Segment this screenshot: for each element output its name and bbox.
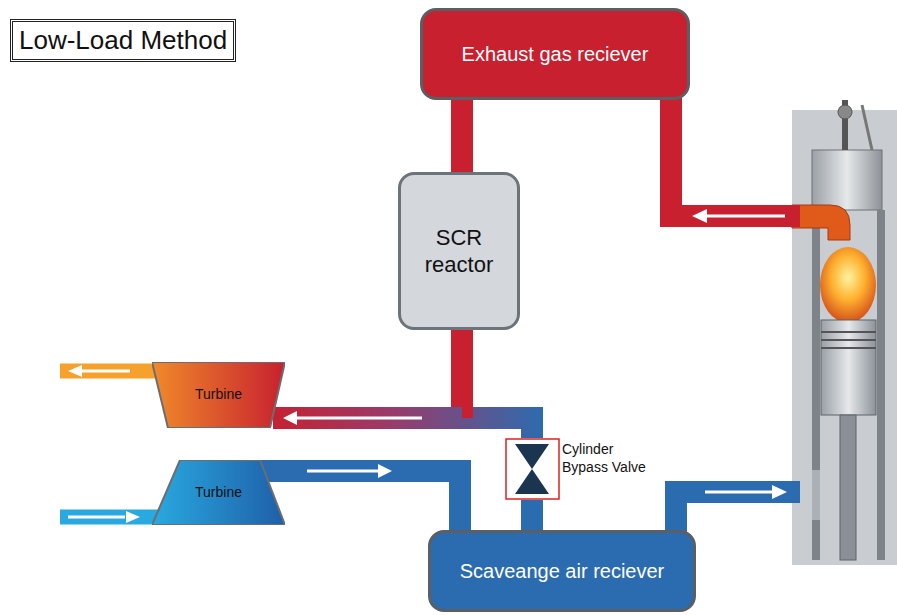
exhaust-elbow [792,205,850,240]
node-label: Turbine [195,386,242,404]
pipe-connector [462,98,463,174]
compressor: Turbine [152,460,285,525]
piston [821,320,876,415]
exhaust-pipe [671,98,800,216]
node-label: Cylinder Bypass Valve [562,440,654,476]
fuel-line [862,105,872,150]
scavenge-receiver: Scaveange air reciever [428,530,696,612]
node-label: Scaveange air reciever [460,559,665,584]
node-label: Turbine [195,484,242,502]
valve-symbol [505,438,560,500]
piston-rod [840,415,856,560]
scavenge-pipe [676,492,800,532]
pipe-connector [462,418,532,438]
cylinder-head [812,150,882,210]
node-label: Exhaust gas reciever [462,42,649,67]
node-label: SCR reactor [409,224,509,279]
bypass-valve: Cylinder Bypass Valve [505,438,660,500]
combustion-flame [820,247,876,323]
engine-frame [792,110,897,565]
liner-right [877,210,885,560]
turbine: Turbine [152,362,285,428]
pipe-connector [532,500,533,532]
liner-left [812,210,820,560]
scavenge-port [812,470,820,520]
pipe-connector [273,330,462,425]
injector-top [838,105,852,119]
diagram-title: Low-Load Method [10,19,236,62]
scr-reactor: SCR reactor [398,172,520,330]
air-inlet-pipe [60,510,160,525]
exhaust-receiver: Exhaust gas reciever [420,8,690,100]
exhaust-outlet-pipe [60,364,160,379]
